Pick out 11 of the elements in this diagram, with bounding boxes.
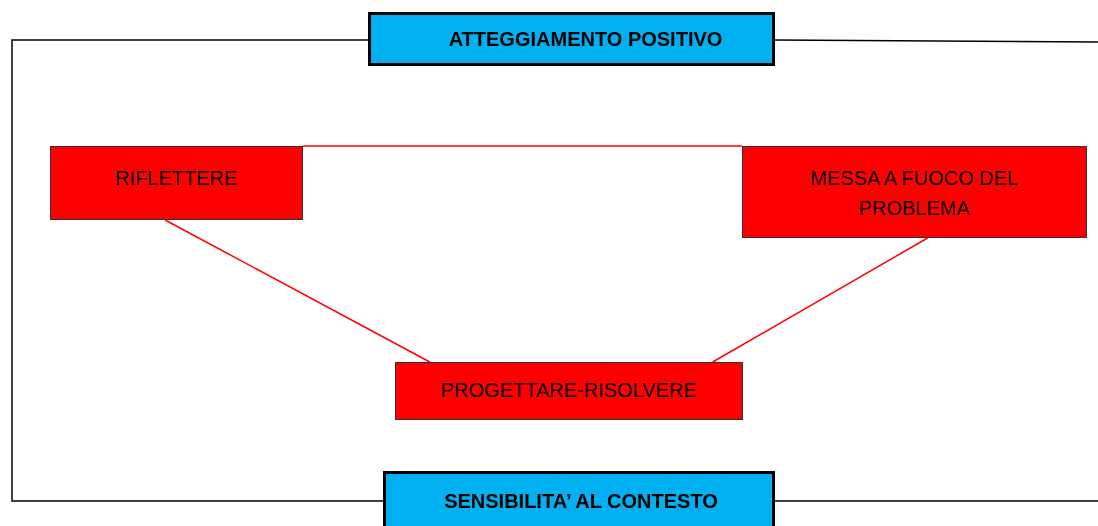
label-box: RIFLETTERE	[50, 146, 303, 220]
connector-line	[711, 237, 929, 363]
label-box: SENSIBILITA’ AL CONTESTO	[383, 471, 775, 526]
connector-line	[302, 145, 743, 147]
label-box: MESSA A FUOCO DEL PROBLEMA	[742, 146, 1087, 238]
line	[774, 39, 1098, 43]
connector-line	[164, 219, 431, 363]
connector-line	[11, 39, 384, 502]
label-box: ATTEGGIAMENTO POSITIVO	[368, 12, 775, 66]
label-box: PROGETTARE-RISOLVERE	[395, 362, 743, 420]
line	[774, 500, 1098, 502]
